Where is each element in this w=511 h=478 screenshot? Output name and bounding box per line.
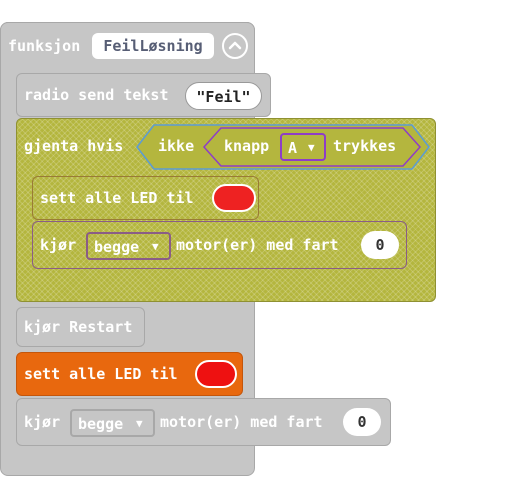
restart-label: kjør Restart [24,318,133,336]
led-active-color-swatch[interactable] [195,360,237,388]
motor-inner-dropdown-value: begge [94,238,140,256]
pressed-label: trykkes [333,137,397,155]
restart-block[interactable] [16,307,145,347]
chevron-down-icon: ▼ [308,141,315,154]
motor-outer-speed-field[interactable]: 0 [343,408,381,436]
motor-inner-block[interactable] [32,221,407,269]
function-keyword: funksjon [8,37,81,55]
radio-send-label: radio send tekst [24,86,169,104]
motor-inner-speed-field[interactable]: 0 [361,231,399,259]
led-inner-color-swatch[interactable] [212,184,256,212]
motor-inner-dropdown[interactable]: begge ▼ [86,232,171,260]
button-dropdown-value: A [288,139,298,157]
motor-inner-rest-label: motor(er) med fart [176,236,339,254]
motor-outer-dropdown[interactable]: begge ▼ [70,409,155,437]
motor-inner-run-label: kjør [40,236,77,254]
function-name-field[interactable]: FeilLøsning [92,33,214,59]
button-pressed-block[interactable] [203,127,421,167]
button-label: knapp [224,137,270,155]
repeat-while-label: gjenta hvis [24,137,124,155]
chevron-down-icon: ▼ [136,417,143,430]
motor-outer-block[interactable] [16,398,391,446]
motor-outer-dropdown-value: begge [78,415,124,433]
button-dropdown[interactable]: A ▼ [280,133,326,161]
radio-text-field[interactable]: "Feil" [185,82,262,110]
chevron-down-icon: ▼ [152,240,159,253]
led-inner-label: sett alle LED til [40,189,194,207]
not-label: ikke [158,137,195,155]
chevron-up-circle-icon[interactable] [222,33,248,59]
motor-outer-run-label: kjør [24,413,61,431]
led-active-label: sett alle LED til [24,365,178,383]
motor-outer-rest-label: motor(er) med fart [160,413,323,431]
